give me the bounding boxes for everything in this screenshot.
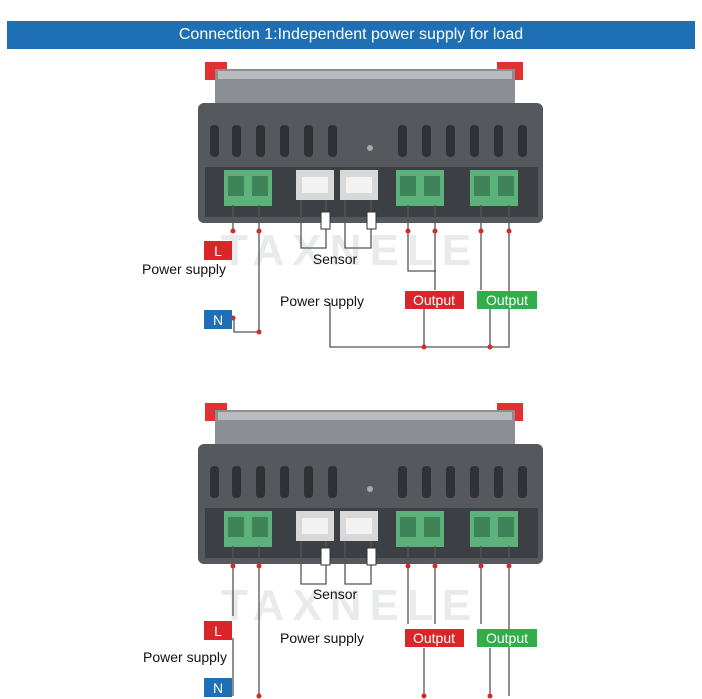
sensor-symbols xyxy=(320,211,377,230)
sensor-symbols xyxy=(320,547,377,566)
connection-1-title: Connection 1:Independent power supply fo… xyxy=(178,26,524,43)
load-power-supply-label: Power supply xyxy=(280,630,364,646)
live-tag: L xyxy=(204,621,232,640)
device-top-edge xyxy=(218,412,512,420)
neutral-tag-text: N xyxy=(213,680,223,696)
watermark-text: TAXNELE xyxy=(221,226,479,275)
terminal-blocks xyxy=(224,511,518,547)
mount-hole xyxy=(367,145,373,151)
live-tag-text: L xyxy=(214,623,222,639)
vent-slots xyxy=(210,125,527,157)
wiring xyxy=(232,200,510,348)
watermark: TAXNELE xyxy=(221,581,479,630)
connection-2-diagram: TAXNELE xyxy=(143,403,543,699)
load-power-supply-label: Power supply xyxy=(280,293,364,309)
power-supply-label: Power supply xyxy=(143,649,227,665)
output-2-text: Output xyxy=(486,292,528,308)
sensor-label: Sensor xyxy=(313,251,358,267)
junctions xyxy=(230,228,512,350)
watermark: TAXNELE xyxy=(221,226,479,275)
junctions xyxy=(230,563,512,699)
output-2-text: Output xyxy=(486,630,528,646)
output-2-tag: Output xyxy=(477,629,537,647)
output-1-text: Output xyxy=(413,292,455,308)
connection-1-title-banner: Connection 1:Independent power supply fo… xyxy=(7,21,695,49)
mount-hole xyxy=(367,486,373,492)
power-supply-label: Power supply xyxy=(142,261,226,277)
output-1-tag: Output xyxy=(405,291,464,309)
terminal-blocks xyxy=(224,170,518,206)
neutral-tag: N xyxy=(204,310,232,329)
neutral-tag-text: N xyxy=(213,312,223,328)
neutral-tag: N xyxy=(204,678,232,697)
device-top-edge xyxy=(218,71,512,79)
watermark-text: TAXNELE xyxy=(221,581,479,630)
output-1-text: Output xyxy=(413,630,455,646)
controller-device xyxy=(198,62,543,223)
live-tag-text: L xyxy=(214,243,222,259)
sensor-label: Sensor xyxy=(313,586,358,602)
connection-1-diagram: TAXNELE xyxy=(142,62,543,350)
output-2-tag: Output xyxy=(477,291,537,309)
live-tag: L xyxy=(204,241,232,260)
output-1-tag: Output xyxy=(405,629,464,647)
vent-slots xyxy=(210,466,527,498)
controller-device xyxy=(198,403,543,564)
